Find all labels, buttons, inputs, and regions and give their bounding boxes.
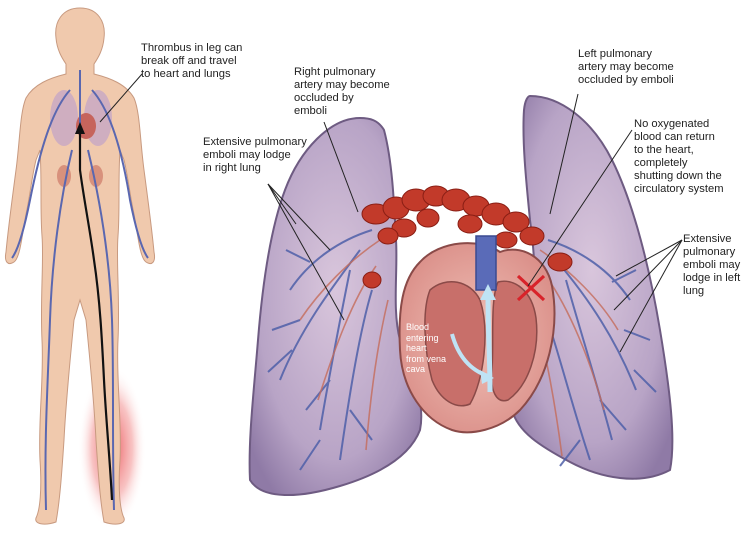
left-pulmonary-artery-label: Left pulmonary artery may become occlude… [578, 48, 674, 87]
lungs-illustration [250, 96, 673, 495]
extensive-emboli-left-lung-label: Extensive pulmonary emboli may lodge in … [683, 233, 740, 298]
right-pulmonary-artery-label: Right pulmonary artery may become occlud… [294, 66, 390, 118]
extensive-emboli-right-lung-label: Extensive pulmonary emboli may lodge in … [203, 136, 307, 175]
thrombus-label: Thrombus in leg can break off and travel… [141, 42, 242, 81]
blood-entering-heart-label: Blood entering heart from vena cava [406, 322, 446, 375]
no-oxygenated-blood-label: No oxygenated blood can return to the he… [634, 118, 724, 196]
human-body-figure [5, 8, 154, 530]
vena-cava [476, 236, 496, 290]
